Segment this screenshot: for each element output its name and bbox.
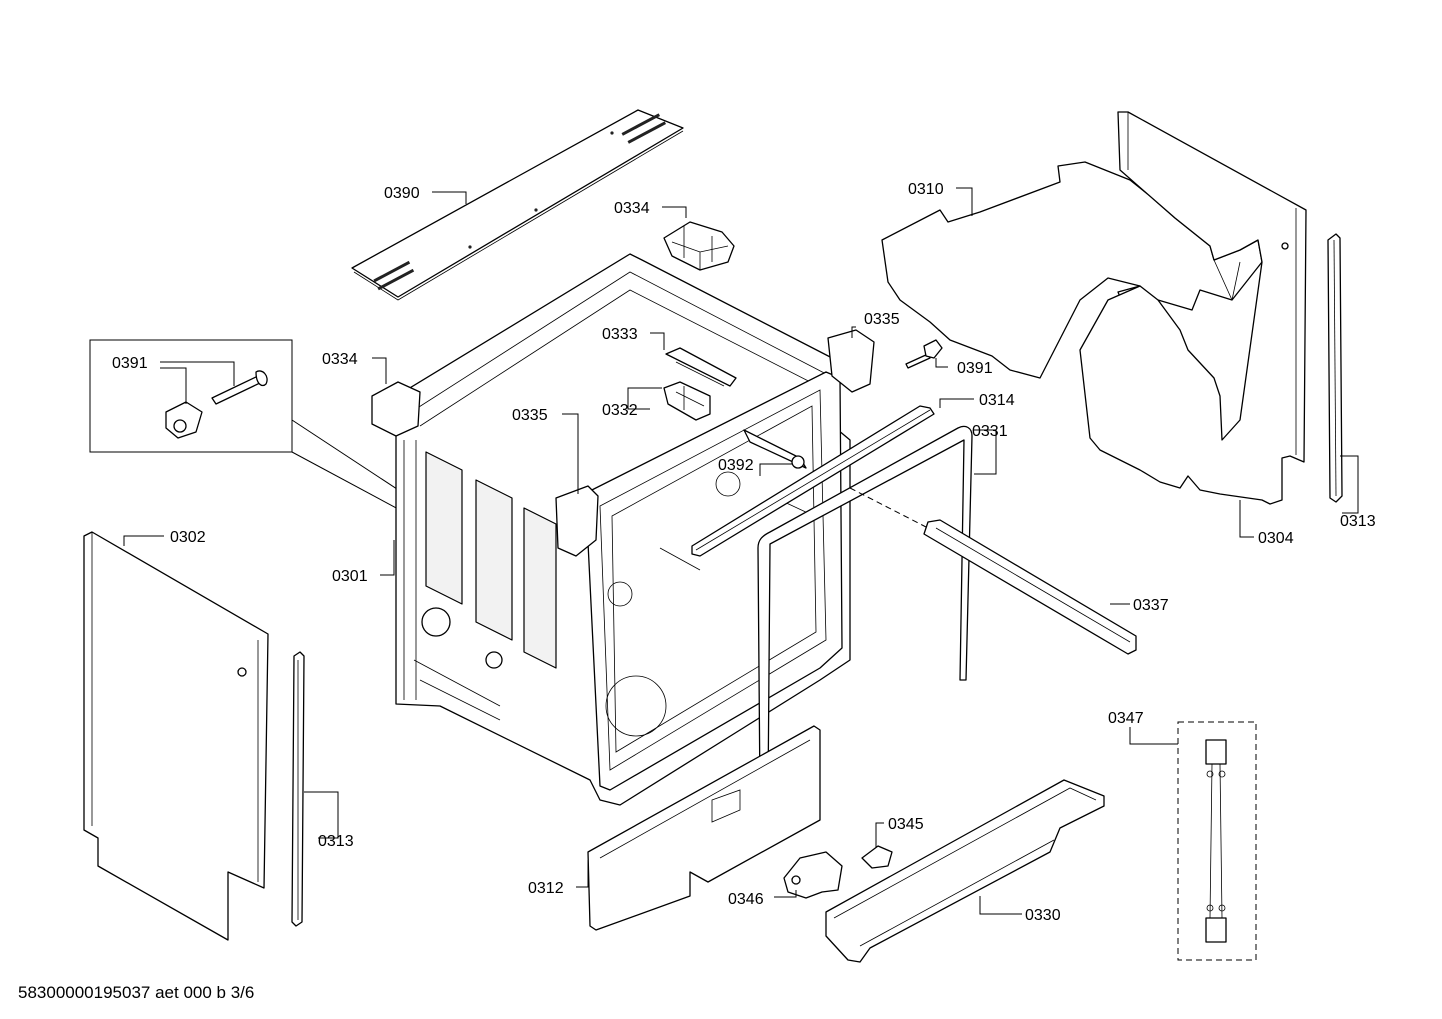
label-0333: 0333	[602, 326, 638, 343]
label-0334-top: 0334	[614, 200, 650, 217]
part-0330-base-rail	[825, 779, 1105, 963]
label-0391-right: 0391	[957, 360, 993, 377]
part-0345-clip	[861, 845, 893, 869]
part-0391-screw-plug	[905, 339, 943, 369]
part-0313-side-strip-right	[1327, 233, 1343, 503]
label-0314: 0314	[979, 392, 1015, 409]
label-0347: 0347	[1108, 710, 1144, 727]
part-0304-rear-panel	[1079, 111, 1307, 505]
part-0302-door-panel	[83, 531, 269, 941]
label-0330: 0330	[1025, 907, 1061, 924]
label-0392: 0392	[718, 457, 754, 474]
label-0334-left: 0334	[322, 351, 358, 368]
label-0331: 0331	[972, 423, 1008, 440]
label-0346: 0346	[728, 891, 764, 908]
label-0310: 0310	[908, 181, 944, 198]
part-0301-tub	[371, 253, 875, 806]
label-0304: 0304	[1258, 530, 1294, 547]
label-0390: 0390	[384, 185, 420, 202]
label-0335-right: 0335	[864, 311, 900, 328]
label-0337: 0337	[1133, 597, 1169, 614]
part-0347-hose	[1177, 721, 1257, 961]
document-footer: 58300000195037 aet 000 b 3/6	[18, 983, 254, 1002]
part-0332-lock	[663, 381, 711, 421]
label-0313-right: 0313	[1340, 513, 1376, 530]
part-0337-rail	[849, 487, 1137, 655]
label-0391-inset: 0391	[112, 355, 148, 372]
part-0346-switch	[783, 851, 843, 899]
label-0313-left: 0313	[318, 833, 354, 850]
label-0302: 0302	[170, 529, 206, 546]
leader-lines	[123, 187, 1359, 915]
part-0314-rail	[691, 405, 935, 557]
label-0332: 0332	[602, 402, 638, 419]
part-0333-sensor	[665, 347, 737, 387]
part-0313-side-strip-left	[291, 651, 305, 927]
label-0312: 0312	[528, 880, 564, 897]
part-0334-bracket-top	[663, 221, 735, 271]
part-0312-toe-kick	[587, 725, 821, 931]
label-0301: 0301	[332, 568, 368, 585]
label-0335-left: 0335	[512, 407, 548, 424]
part-0331-door-seal	[757, 425, 973, 797]
part-0390-top-plate	[351, 109, 684, 301]
part-labels: 0390 0334 0310 0391 0334 0333 0335 0391 …	[112, 181, 1376, 924]
label-0345: 0345	[888, 816, 924, 833]
part-0310-insulation-top	[881, 161, 1263, 379]
